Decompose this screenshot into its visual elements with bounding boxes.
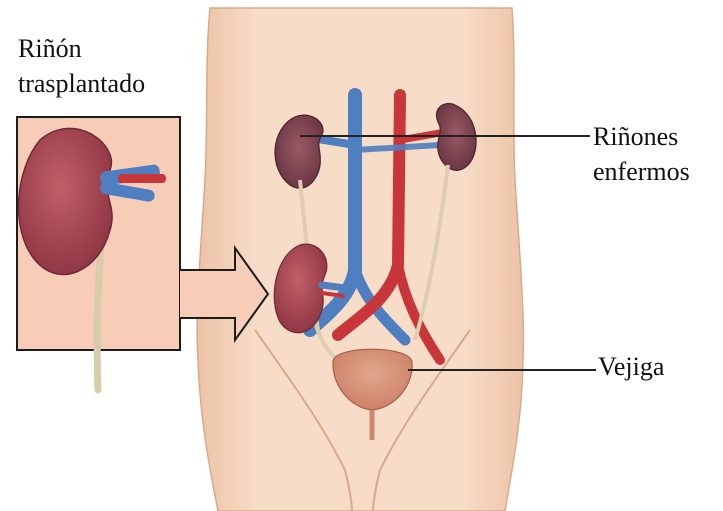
diseased-kidneys-label-line2: enfermos: [593, 158, 690, 186]
bladder-label: Vejiga: [598, 353, 664, 381]
transplanted-kidney-label-line1: Riñón: [18, 35, 82, 63]
diseased-kidneys-label-line1: Riñones: [593, 123, 678, 151]
transplanted-kidney-label-line2: trasplantado: [18, 70, 145, 98]
